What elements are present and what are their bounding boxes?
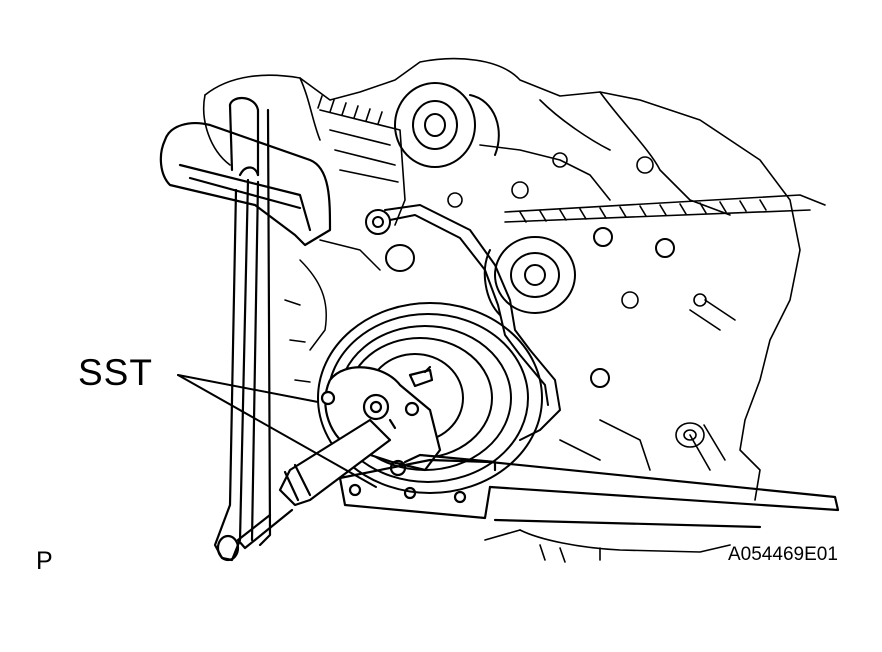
timing-cover [365,204,675,441]
timing-belt [317,95,826,226]
sst-holding-bar [338,453,840,529]
engine-left-detail [284,239,381,383]
view-marker-label: P [36,547,53,575]
figure-code-label: A054469E01 [728,544,838,565]
upper-idler-pulley [394,82,500,168]
sst-callout-label: SST [78,352,153,393]
sst-callout-leaders [177,374,377,488]
engine-block-outline [202,57,801,563]
engine-bolts [447,152,736,471]
wrench [159,97,332,562]
